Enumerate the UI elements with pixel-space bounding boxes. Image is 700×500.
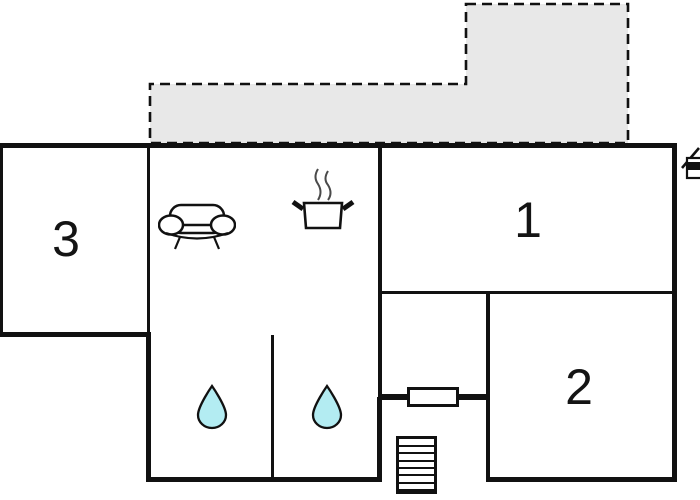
wall-room3-left (0, 145, 3, 337)
stair-tread (399, 474, 434, 477)
room2-label: 2 (565, 359, 593, 415)
house-entrance-icon (681, 146, 700, 182)
stair-tread (399, 481, 434, 484)
cooking-pot-icon (291, 166, 355, 230)
wall-room3-living-divider (147, 145, 150, 335)
stair-tread (399, 452, 434, 455)
steam-icon (314, 168, 332, 201)
stair-tread (399, 445, 434, 447)
wall-room3-bottom (0, 332, 151, 337)
stairs-icon (396, 436, 437, 494)
wall-room1-room2-divider (380, 291, 676, 294)
wall-bathroom-divider (271, 335, 274, 480)
water-drop-icon-left (196, 384, 228, 430)
stair-tread (399, 488, 434, 491)
stair-tread (399, 459, 434, 462)
water-drop-icon-right (311, 384, 343, 430)
stair-tread (399, 466, 434, 469)
room1-label: 1 (514, 192, 542, 248)
wall-room2-bottom (487, 477, 677, 482)
wall-bath-bottom (146, 477, 382, 482)
wall-bath-left (146, 332, 151, 482)
wall-room2-left (486, 291, 490, 482)
room3-label: 3 (52, 211, 80, 267)
wall-top-exterior (0, 143, 677, 148)
sofa-icon (158, 202, 236, 252)
wall-right-exterior (672, 143, 677, 482)
wall-bath-right-lower (377, 397, 382, 482)
door-symbol (407, 387, 459, 407)
wall-living-hall-divider (378, 145, 382, 400)
